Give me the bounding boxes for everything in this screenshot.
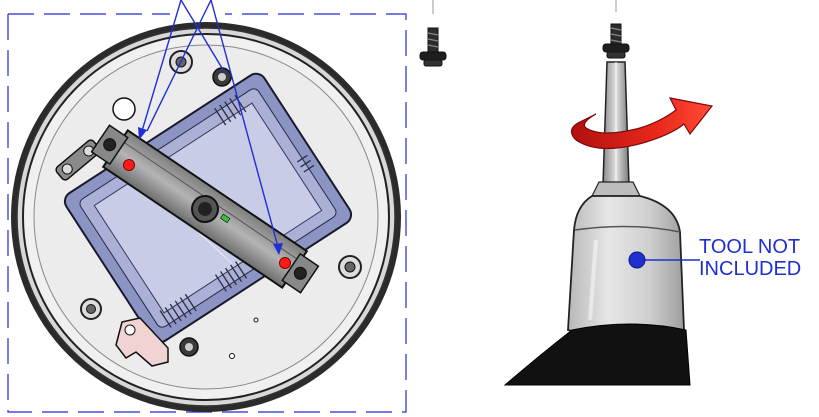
leader-arrowheads <box>138 127 283 255</box>
hinge-bracket <box>115 317 169 367</box>
open-hole <box>112 97 136 121</box>
detail-frame <box>7 13 407 413</box>
callout-line-2: INCLUDED <box>699 258 802 280</box>
tool-not-included-label: TOOL NOT INCLUDED <box>699 236 801 280</box>
boss-bottom-left <box>80 298 102 320</box>
boss-right <box>338 255 362 279</box>
tool-callout-leader <box>628 251 700 269</box>
screw-icon <box>419 0 447 67</box>
callout-line-1: TOOL NOT <box>699 236 801 258</box>
hole-marker-right <box>279 257 291 269</box>
screw-on-tip <box>602 0 630 59</box>
strap-bracket <box>90 124 320 294</box>
hole-marker-left <box>123 159 135 171</box>
corner-screw-bottom <box>179 337 199 357</box>
leader-lines <box>141 0 279 248</box>
mounting-bosses <box>80 50 362 359</box>
rotation-arrow-icon <box>570 97 714 150</box>
corner-screw-top <box>212 67 232 87</box>
screwdriver-icon <box>503 61 691 386</box>
